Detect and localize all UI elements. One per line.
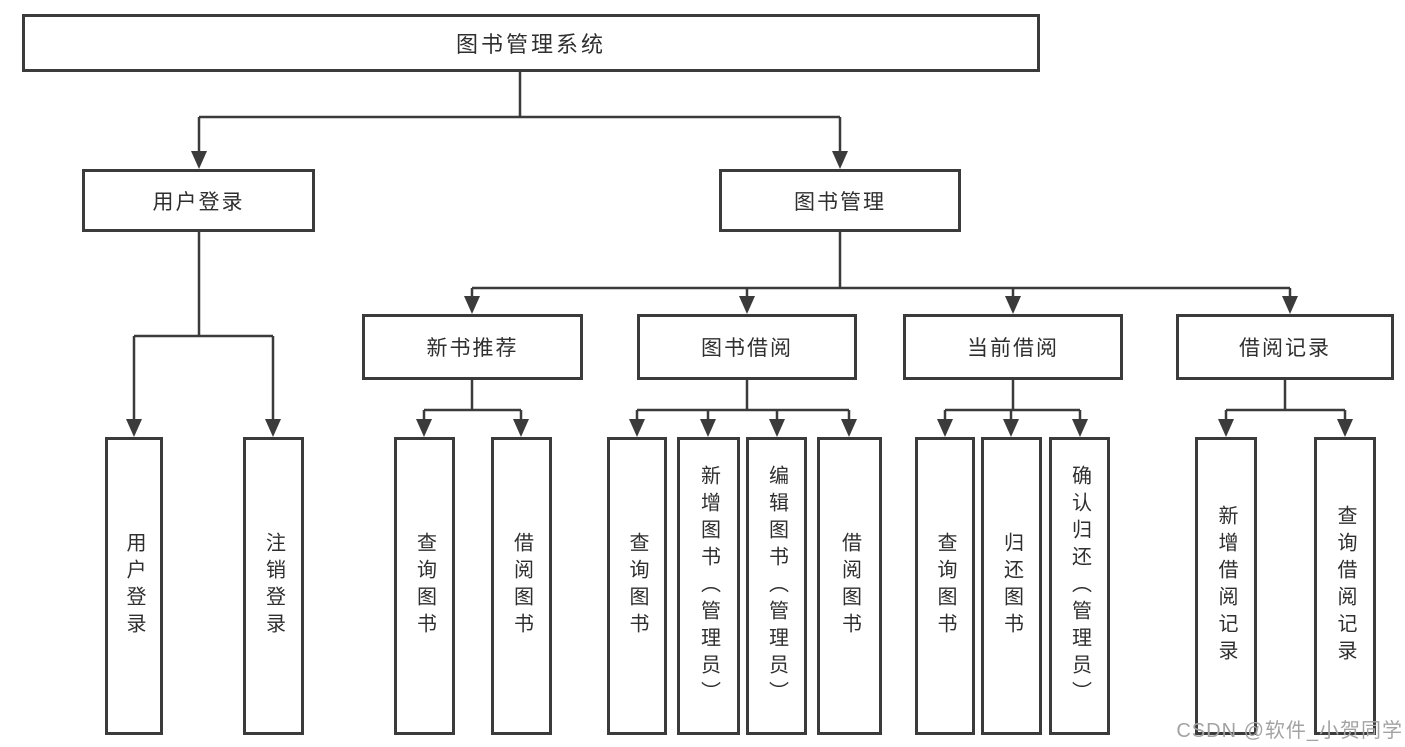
node-current-borrow-label: 当前借阅 xyxy=(967,337,1059,360)
leaf-add-book-admin: 新增图书（管理员） xyxy=(677,437,740,735)
leaf-query-books-current: 查询图书 xyxy=(915,437,975,735)
leaf-user-login: 用户登录 xyxy=(105,437,163,735)
node-root: 图书管理系统 xyxy=(22,14,1040,72)
node-book-borrow-label: 图书借阅 xyxy=(701,337,793,360)
arrowheads xyxy=(126,151,1353,437)
leaf-return-book-label: 归还图书 xyxy=(1000,532,1023,640)
node-book-management: 图书管理 xyxy=(719,169,961,232)
leaf-query-borrow-record-label: 查询借阅记录 xyxy=(1334,505,1356,667)
node-root-label: 图书管理系统 xyxy=(455,32,606,57)
node-book-borrow: 图书借阅 xyxy=(637,314,857,380)
leaf-return-book: 归还图书 xyxy=(981,437,1042,735)
watermark: CSDN @软件_小贺同学 xyxy=(1176,720,1403,742)
leaf-borrow-books-recommend: 借阅图书 xyxy=(491,437,552,735)
leaf-query-books-borrow: 查询图书 xyxy=(607,437,667,735)
leaf-query-borrow-record: 查询借阅记录 xyxy=(1314,437,1376,735)
leaf-edit-book-admin-label: 编辑图书（管理员） xyxy=(765,464,788,708)
node-new-book-recommend-label: 新书推荐 xyxy=(426,337,519,360)
leaf-add-book-admin-label: 新增图书（管理员） xyxy=(697,464,720,708)
node-book-management-label: 图书管理 xyxy=(794,190,886,214)
node-new-book-recommend: 新书推荐 xyxy=(362,314,583,380)
leaf-logout: 注销登录 xyxy=(243,437,304,735)
node-borrow-records: 借阅记录 xyxy=(1176,314,1394,380)
leaf-confirm-return-admin-label: 确认归还（管理员） xyxy=(1068,464,1091,708)
node-current-borrow: 当前借阅 xyxy=(903,314,1123,380)
leaf-query-books-recommend-label: 查询图书 xyxy=(413,532,436,640)
leaf-user-login-label: 用户登录 xyxy=(123,532,145,640)
leaf-query-books-current-label: 查询图书 xyxy=(934,532,956,640)
node-borrow-records-label: 借阅记录 xyxy=(1239,337,1331,360)
leaf-borrow-books-borrow: 借阅图书 xyxy=(817,437,882,735)
node-user-login: 用户登录 xyxy=(82,169,315,232)
leaf-query-books-recommend: 查询图书 xyxy=(394,437,455,735)
leaf-add-borrow-record-label: 新增借阅记录 xyxy=(1215,505,1237,667)
leaf-add-borrow-record: 新增借阅记录 xyxy=(1195,437,1257,735)
leaf-edit-book-admin: 编辑图书（管理员） xyxy=(746,437,807,735)
leaf-confirm-return-admin: 确认归还（管理员） xyxy=(1049,437,1110,735)
leaf-borrow-books-borrow-label: 借阅图书 xyxy=(838,532,861,640)
leaf-borrow-books-recommend-label: 借阅图书 xyxy=(510,532,533,640)
leaf-logout-label: 注销登录 xyxy=(262,532,285,640)
node-user-login-label: 用户登录 xyxy=(152,190,245,214)
leaf-query-books-borrow-label: 查询图书 xyxy=(626,532,648,640)
